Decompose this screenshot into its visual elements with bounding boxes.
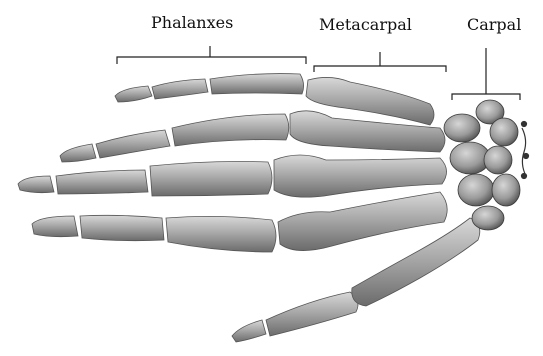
bracket-phalanges [117,46,306,64]
phalanx-proximal [166,216,276,252]
bracket-metacarpal [314,52,446,72]
carpal-cluster [444,100,520,230]
phalanx-middle [152,79,208,99]
phalanx-distal [232,320,266,342]
phalanx-distal [32,216,78,237]
label-metacarpal: Metacarpal [319,15,412,34]
phalanx-middle [56,170,148,194]
phalanx-distal [115,86,152,102]
mounting-wire [522,122,529,179]
finger-second [60,111,445,162]
phalanx-proximal [266,292,358,336]
phalanx-proximal [150,162,272,197]
metacarpal-4 [278,192,447,251]
finger-third [18,155,447,197]
metacarpal-3 [274,155,447,197]
bracket-carpal [452,48,520,100]
label-carpal: Carpal [467,15,521,34]
phalanx-distal [18,176,54,193]
phalanx-proximal [172,114,289,146]
phalanx-distal [60,144,96,162]
phalanx-proximal [210,74,304,94]
finger-fourth [32,192,447,252]
label-phalanges: Phalanxes [151,13,233,32]
phalanx-middle [80,215,164,240]
phalanx-middle [96,130,170,158]
